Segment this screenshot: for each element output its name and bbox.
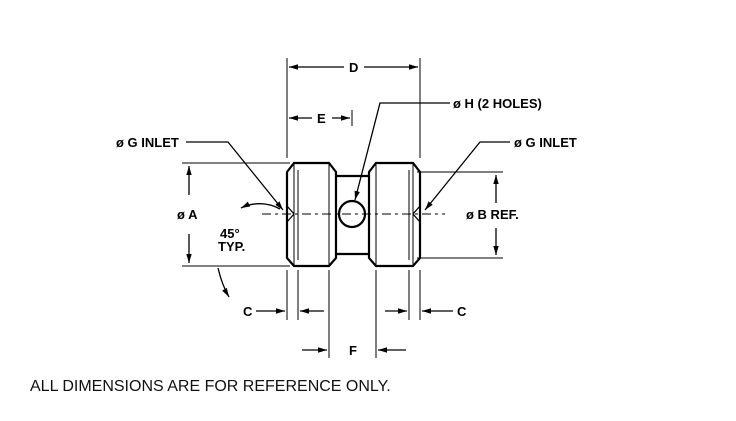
dimension-e xyxy=(289,110,353,126)
dimension-a xyxy=(182,162,290,267)
angle-45 xyxy=(217,201,281,298)
leader-h-holes xyxy=(354,102,450,201)
dimension-d xyxy=(286,58,421,158)
dimension-c-left xyxy=(256,270,324,320)
reference-note: ALL DIMENSIONS ARE FOR REFERENCE ONLY. xyxy=(30,378,391,395)
label-d: D xyxy=(349,60,358,75)
leader-g-inlet-right xyxy=(424,141,510,211)
dimension-b xyxy=(417,171,503,259)
label-c-left: C xyxy=(243,304,253,319)
leader-g-inlet-left xyxy=(186,141,284,211)
label-typ: TYP. xyxy=(218,239,245,254)
label-f: F xyxy=(349,343,357,358)
label-a: ø A xyxy=(177,207,198,222)
label-g-inlet-left: ø G INLET xyxy=(116,135,179,150)
dimension-f xyxy=(302,270,406,358)
dimension-c-right xyxy=(385,270,453,320)
label-c-right: C xyxy=(457,304,467,319)
label-e: E xyxy=(317,111,326,126)
label-b-ref: ø B REF. xyxy=(466,207,519,222)
label-angle: 45° xyxy=(220,226,240,241)
label-g-inlet-right: ø G INLET xyxy=(514,135,577,150)
label-h-holes: ø H (2 HOLES) xyxy=(453,96,542,111)
